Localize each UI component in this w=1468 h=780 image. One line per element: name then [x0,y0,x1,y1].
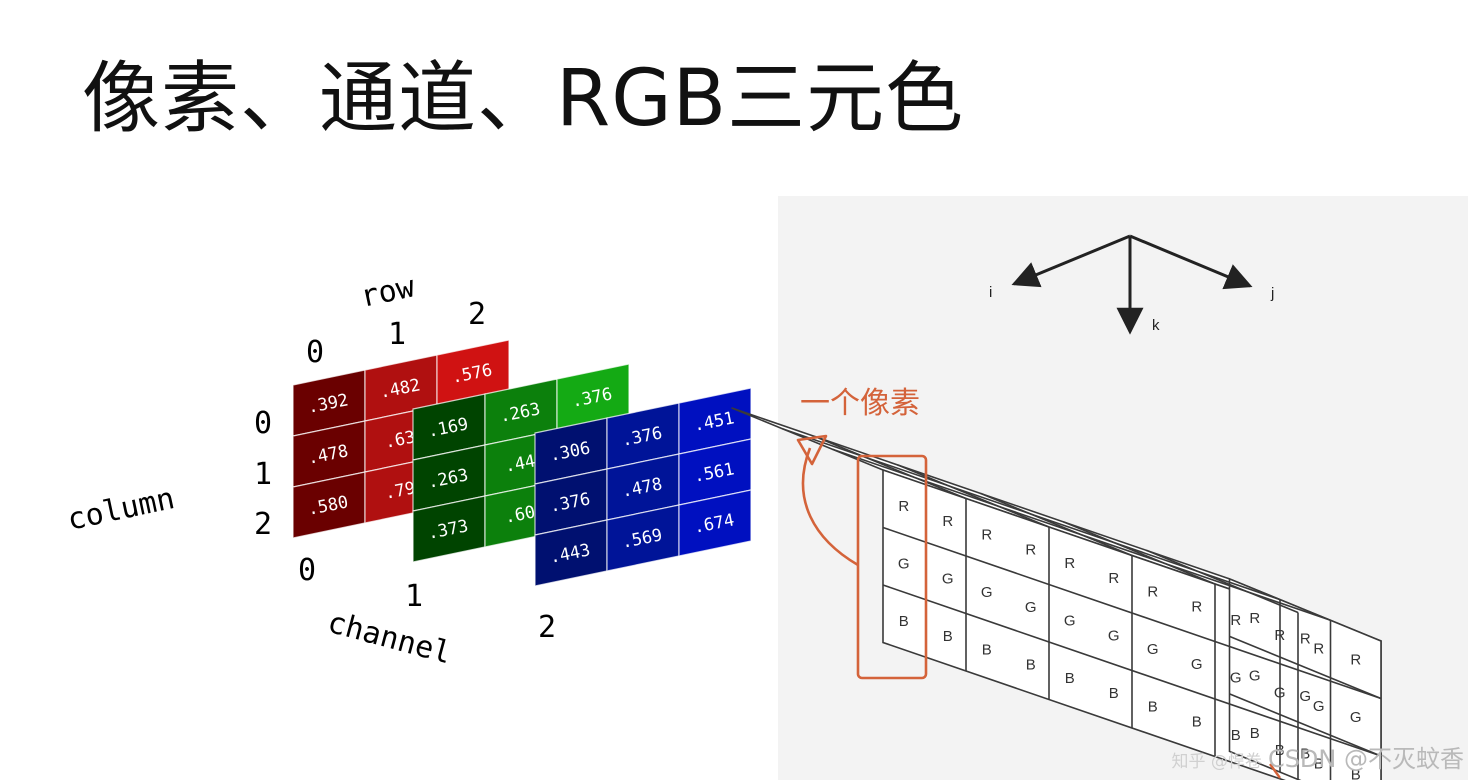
cube-channel-letter: G [1191,656,1203,673]
channel-tick-2: 2 [538,610,556,645]
row-axis-label: row [357,269,418,315]
cube-channel-letter: G [898,555,910,572]
cube-grid-line [980,492,1133,557]
cube-channel-letter: G [1313,698,1325,715]
pixel-cube: R G B R G B R G B R G B R G B R G B R G B R G B R G B R G B R G B R G B R G B R… [731,407,1382,780]
cube-channel-letter: R [1064,555,1075,572]
cube-channel-letter: R [1147,583,1158,600]
annotation-curve-arrow [801,447,859,567]
cube-channel-letter: B [1231,727,1241,744]
axis-label-k: k [1152,317,1160,334]
annotation-arrow-head [796,434,828,466]
cube-side-letter: G [1249,668,1261,685]
row-tick-2: 2 [468,297,486,332]
cube-grid-line [1229,635,1382,700]
column-tick-0: 0 [254,406,272,441]
cube-side-letter: B [1250,725,1260,742]
cube-side-letter: G [1299,688,1311,705]
channel-tick-1: 1 [405,579,423,614]
row-tick-1: 1 [388,317,406,352]
cube-channel-letter: R [898,498,909,515]
cube-channel-letter: B [1192,713,1202,730]
cube-channel-letter: R [1191,598,1202,615]
axis-arrow-i [1011,234,1131,288]
cube-channel-letter: B [943,628,953,645]
cube-channel-letter: R [1230,612,1241,629]
cube-channel-letter: B [1148,698,1158,715]
cube-channel-letter: R [1025,541,1036,558]
cube-grid-line [832,448,1331,622]
annotation-tick-mark [1269,763,1281,779]
cube-grid-line [897,464,1050,528]
tensor-channel-planes: .392.482.576.478.63.580.79.169.263.376.2… [292,339,752,587]
ijk-axes [1011,234,1253,335]
cube-side-letter: R [1249,610,1260,627]
cube-side-letter: B [1351,766,1361,780]
cube-grid-line [1229,693,1382,757]
cube-channel-letter: G [1230,669,1242,686]
cube-side-letter: R [1300,631,1311,648]
cube-channel-letter: G [981,584,993,601]
row-tick-0: 0 [306,335,324,370]
cube-channel-letter: G [1147,641,1159,658]
pixel-annotation-label: 一个像素 [800,386,920,421]
cube-grid-line [882,526,1382,700]
channel-plane-2: .306.376.451.376.478.561.443.569.674 [534,387,752,587]
cube-channel-letter: B [1065,670,1075,687]
slide-title: 像素、通道、RGB三元色 [82,54,965,144]
cube-channel-letter: G [942,570,954,587]
cube-channel-letter: G [1025,599,1037,616]
cube-grid-line [1146,549,1299,614]
cube-channel-letter: B [1275,742,1285,759]
column-tick-1: 1 [254,457,272,492]
axis-label-i: i [989,284,992,301]
cube-channel-letter: R [942,513,953,530]
cube-side-letter: G [1350,709,1362,726]
watermark-main: CSDN @不灭蚊香 [1267,745,1464,773]
cube-channel-letter: B [1109,685,1119,702]
cube-channel-letter: R [981,526,992,543]
axis-label-j: j [1270,285,1274,302]
cube-channel-letter: R [1274,627,1285,644]
column-axis-label: column [64,481,177,538]
cube-channel-letter: R [1108,570,1119,587]
cube-channel-letter: R [1313,640,1324,657]
cube-grid-line [882,584,1382,757]
cube-side-letter: B [1300,746,1310,763]
column-tick-2: 2 [254,507,272,542]
pixel-highlight-box [856,454,928,680]
tensor-cell [678,489,752,557]
watermark-faint: 知乎 @悍卷 [1171,752,1262,772]
cube-side-letter: R [1350,651,1361,668]
channel-tick-0: 0 [298,553,316,588]
cube-grid-line [814,435,967,500]
cube-channel-letter: B [899,613,909,630]
channel-axis-label: channel [324,605,455,672]
cube-channel-letter: G [1064,612,1076,629]
cube-channel-letter: B [1026,656,1036,673]
cube-channel-letter: G [1274,684,1286,701]
cube-grid-line [1063,521,1216,585]
axis-arrow-j [1129,234,1253,290]
cube-channel-letter: B [1314,755,1324,772]
cube-channel-letter: G [1108,627,1120,644]
cube-channel-letter: B [982,641,992,658]
